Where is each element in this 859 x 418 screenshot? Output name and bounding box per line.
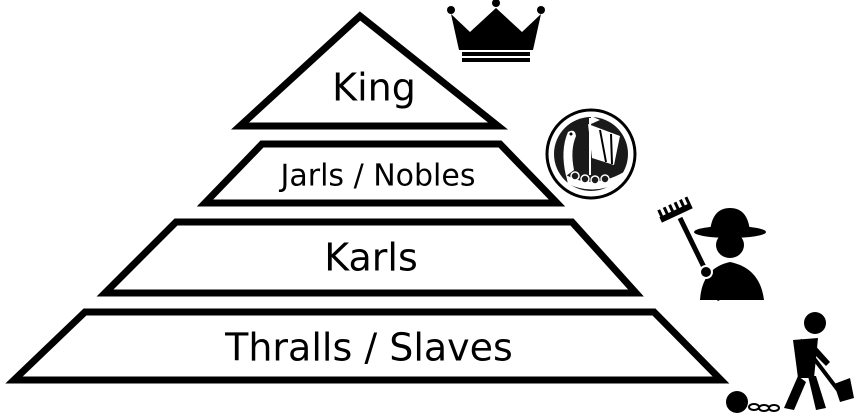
tier-label-jarls-nobles: Jarls / Nobles: [279, 159, 476, 194]
farmer-with-rake-icon: [656, 197, 766, 300]
tier-label-karls: Karls: [324, 236, 418, 280]
viking-ship-icon: [547, 110, 635, 198]
tier-thralls-slaves: Thralls / Slaves: [14, 312, 721, 380]
slave-with-ball-and-chain-icon: [726, 312, 854, 413]
tier-label-thralls-slaves: Thralls / Slaves: [224, 326, 513, 370]
tier-karls: Karls: [105, 222, 636, 293]
crown-icon: [447, 0, 545, 62]
tier-jarls-nobles: Jarls / Nobles: [205, 144, 557, 203]
tier-label-king: King: [332, 66, 416, 110]
